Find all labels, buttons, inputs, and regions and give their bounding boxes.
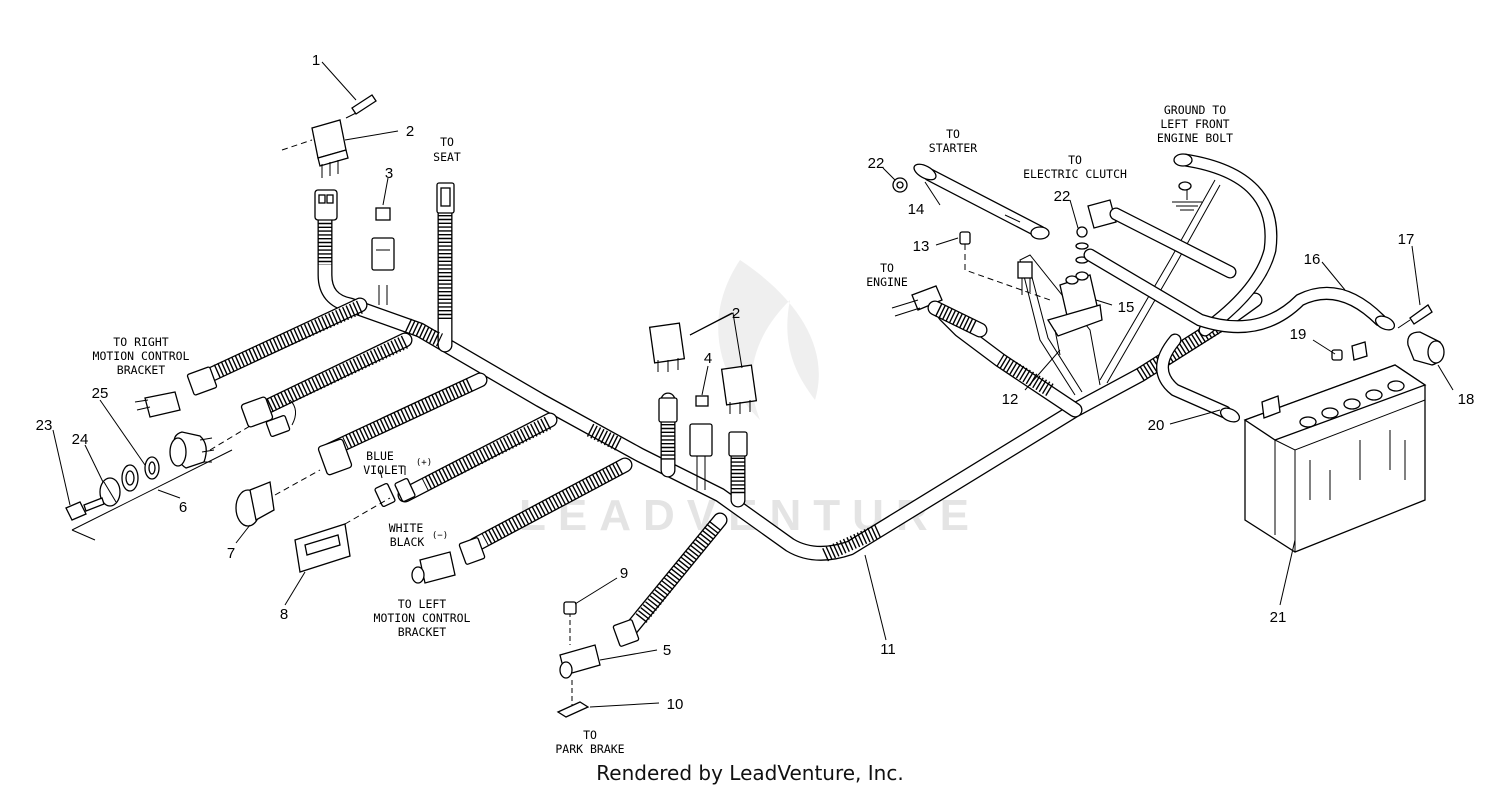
relay-part-2-top: [281, 119, 349, 178]
cable-part-20: [1156, 333, 1241, 423]
note-engine-2: ENGINE: [866, 275, 908, 289]
note-clutch-2: ELECTRIC CLUTCH: [1023, 167, 1127, 181]
seat-connector: [436, 182, 455, 214]
relay-part-2-center: [648, 312, 758, 414]
clutch-connector: [1087, 199, 1237, 279]
terminal-cap-part-18: [1407, 331, 1445, 366]
hour-meter-connector: [317, 438, 353, 476]
part-label-1: 1: [312, 52, 320, 69]
solenoid-part-15: [1017, 261, 1103, 356]
main-wire-harness: [202, 179, 1263, 638]
key-part-23: [65, 497, 105, 521]
part-label-24: 24: [72, 431, 89, 448]
center-connectors: [658, 395, 748, 457]
part-label-13: 13: [913, 238, 930, 255]
part-label-2-center: 2: [732, 305, 740, 322]
part-label-12: 12: [1002, 391, 1019, 408]
note-right-motion-3: BRACKET: [117, 363, 166, 377]
fuse-part-3: [371, 207, 395, 271]
note-to-starter-2: STARTER: [929, 141, 978, 155]
note-white: WHITE: [389, 521, 424, 535]
note-left-motion-2: MOTION CONTROL: [374, 611, 471, 625]
part-label-17: 17: [1398, 231, 1415, 248]
starter-cable-part-14: [913, 163, 1050, 240]
note-blue: BLUE: [366, 449, 394, 463]
part-label-14: 14: [908, 201, 925, 218]
note-left-motion-3: BRACKET: [398, 625, 447, 639]
hour-meter-part-8: [294, 497, 391, 573]
note-minus: (−): [432, 531, 448, 541]
part-label-18: 18: [1458, 391, 1475, 408]
plate-part-10: [556, 701, 590, 718]
nut-part-22-left: [892, 177, 908, 193]
part-label-3: 3: [385, 165, 393, 182]
render-credit: Rendered by LeadVenture, Inc.: [596, 761, 903, 785]
note-right-motion-1: TO RIGHT: [113, 335, 168, 349]
note-park-brake-1: TO: [583, 728, 597, 742]
wiring-notes: TO SEAT TO STARTER TO ELECTRIC CLUTCH GR…: [93, 103, 1234, 756]
note-ground-2: LEFT FRONT: [1160, 117, 1229, 131]
part-label-4: 4: [704, 350, 712, 367]
part-label-5: 5: [663, 642, 671, 659]
lamp-part-7: [235, 469, 321, 527]
key-switch-connector: [240, 396, 296, 438]
screw-part-1: [345, 94, 377, 119]
part-label-21: 21: [1270, 609, 1287, 626]
park-brake-switch-part-5: [559, 612, 640, 705]
bolt-part-13: [959, 231, 1051, 301]
part-label-9: 9: [620, 565, 628, 582]
part-label-6: 6: [179, 499, 187, 516]
part-label-8: 8: [280, 606, 288, 623]
part-label-20: 20: [1148, 417, 1165, 434]
note-to-seat-2: SEAT: [433, 150, 461, 164]
part-label-10: 10: [667, 696, 684, 713]
note-violet: VIOLET: [363, 463, 405, 477]
ground-cable: [1172, 153, 1278, 337]
right-motion-connector: [134, 366, 218, 418]
note-ground-1: GROUND TO: [1164, 103, 1226, 117]
leader-lines: [52, 61, 1454, 708]
key-switch-part-6: [71, 419, 261, 541]
part-label-23: 23: [36, 417, 53, 434]
note-clutch-1: TO: [1068, 153, 1082, 167]
key-knob: [99, 477, 121, 507]
part-label-22-left: 22: [868, 155, 885, 172]
note-engine-1: TO: [880, 261, 894, 275]
part-label-7: 7: [227, 545, 235, 562]
note-black: BLACK: [390, 535, 425, 549]
part-label-19: 19: [1290, 326, 1307, 343]
screw-part-9: [563, 601, 577, 615]
note-park-brake-2: PARK BRAKE: [555, 742, 624, 756]
nut-part-25: [144, 456, 160, 480]
note-right-motion-2: MOTION CONTROL: [93, 349, 190, 363]
note-to-starter-1: TO: [946, 127, 960, 141]
note-left-motion-1: TO LEFT: [398, 597, 447, 611]
part-label-11: 11: [880, 641, 896, 658]
part-label-22-right: 22: [1054, 188, 1071, 205]
bolt-part-17: [1397, 304, 1433, 329]
part-label-16: 16: [1304, 251, 1321, 268]
note-plus: (+): [416, 458, 432, 468]
part-label-25: 25: [92, 385, 109, 402]
bezel-part-24: [121, 464, 139, 492]
note-to-seat-1: TO: [440, 135, 454, 149]
note-ground-3: ENGINE BOLT: [1157, 131, 1233, 145]
part-number-labels: 1 2 2 3 4 5 6 7 8 9 10 11 12 13 14 15 16…: [36, 52, 1475, 713]
battery-cable-part-16: [1083, 248, 1396, 334]
left-motion-switch: [411, 537, 486, 584]
meter-terminals: [374, 466, 416, 508]
harness-top-connector: [314, 189, 338, 221]
battery-part-21: [1243, 364, 1427, 553]
bolt-part-19: [1331, 341, 1368, 361]
part-label-2-top: 2: [406, 123, 414, 140]
part-label-15: 15: [1118, 299, 1135, 316]
engine-connector: [891, 285, 988, 338]
